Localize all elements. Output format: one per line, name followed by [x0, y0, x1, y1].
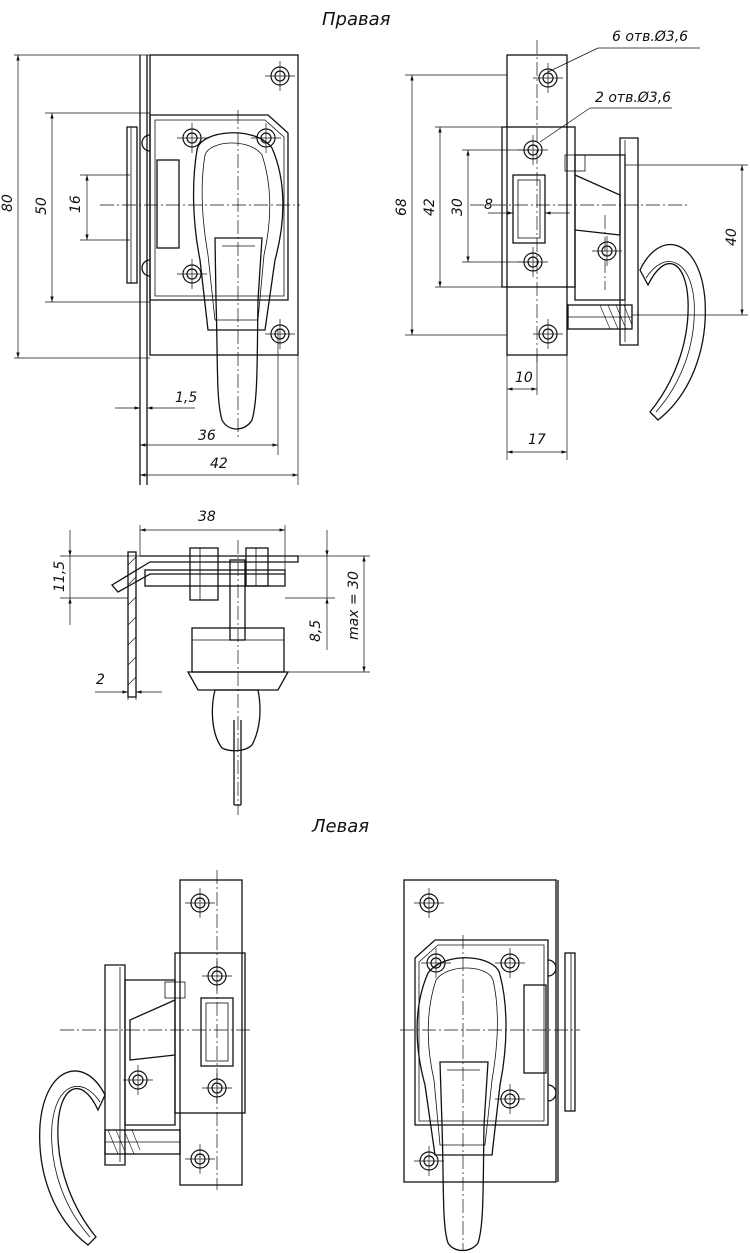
dim-side-30: 30 — [450, 198, 466, 216]
side-view-left — [39, 870, 250, 1246]
dim-side-17: 17 — [528, 432, 546, 448]
dim-side-10: 10 — [515, 370, 533, 386]
dim-front-1-5: 1,5 — [175, 390, 197, 406]
dim-front-50: 50 — [34, 197, 50, 215]
title-right: Правая — [322, 9, 391, 30]
dim-top-38: 38 — [198, 509, 216, 525]
side-view-right: 6 отв.Ø3,6 2 отв.Ø3,6 68 42 30 40 8 10 1… — [394, 29, 748, 460]
dim-side-40: 40 — [724, 228, 740, 246]
holes-small-label: 2 отв.Ø3,6 — [595, 90, 671, 106]
dim-front-80: 80 — [0, 194, 16, 212]
front-view-right: 80 50 16 1,5 36 42 — [0, 54, 300, 485]
dim-top-max30: max = 30 — [346, 571, 362, 640]
dim-top-8-5: 8,5 — [308, 620, 324, 642]
dim-side-42: 42 — [422, 198, 438, 216]
dim-top-2: 2 — [96, 672, 105, 688]
dim-top-11-5: 11,5 — [52, 561, 68, 592]
front-view-left — [400, 879, 580, 1252]
title-left: Левая — [311, 816, 369, 837]
dim-front-36: 36 — [198, 428, 216, 444]
dim-side-8: 8 — [484, 197, 493, 213]
holes-large-label: 6 отв.Ø3,6 — [612, 29, 688, 45]
dim-front-16: 16 — [68, 195, 84, 213]
top-view: 38 11,5 8,5 max = 30 2 — [52, 509, 370, 815]
dim-front-42: 42 — [210, 456, 228, 472]
dim-side-68: 68 — [394, 198, 410, 216]
